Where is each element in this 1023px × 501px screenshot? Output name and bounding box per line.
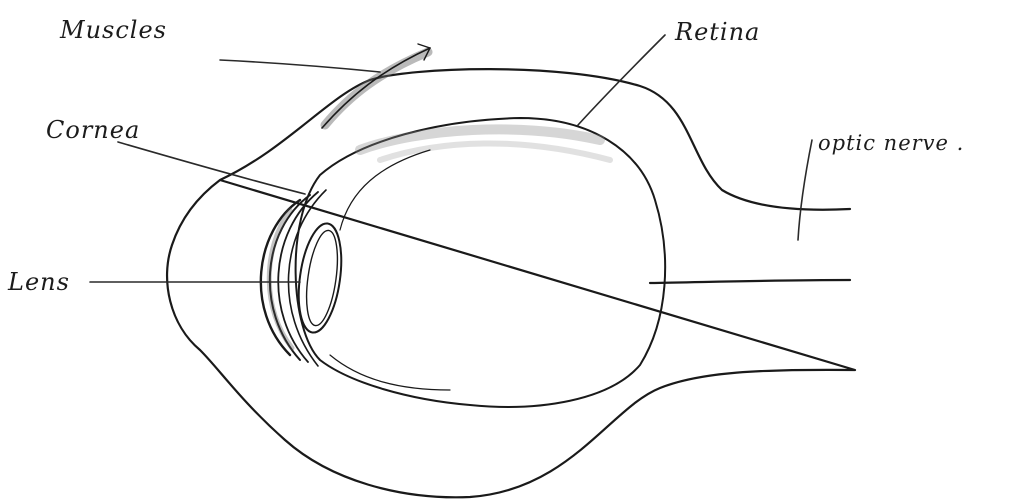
optic-nerve-leader xyxy=(798,140,812,240)
retina-leader xyxy=(578,35,665,125)
label-lens: Lens xyxy=(7,268,70,296)
lens xyxy=(293,221,348,335)
label-retina: Retina xyxy=(674,18,760,46)
retina-shading-inner xyxy=(380,143,610,160)
muscles-shape xyxy=(322,44,430,128)
label-cornea: Cornea xyxy=(46,116,140,144)
ciliary-line xyxy=(330,150,450,390)
label-optic-nerve: optic nerve . xyxy=(818,131,964,155)
muscles-leader xyxy=(220,60,380,72)
cornea xyxy=(261,190,326,366)
label-muscles: Muscles xyxy=(59,16,167,44)
